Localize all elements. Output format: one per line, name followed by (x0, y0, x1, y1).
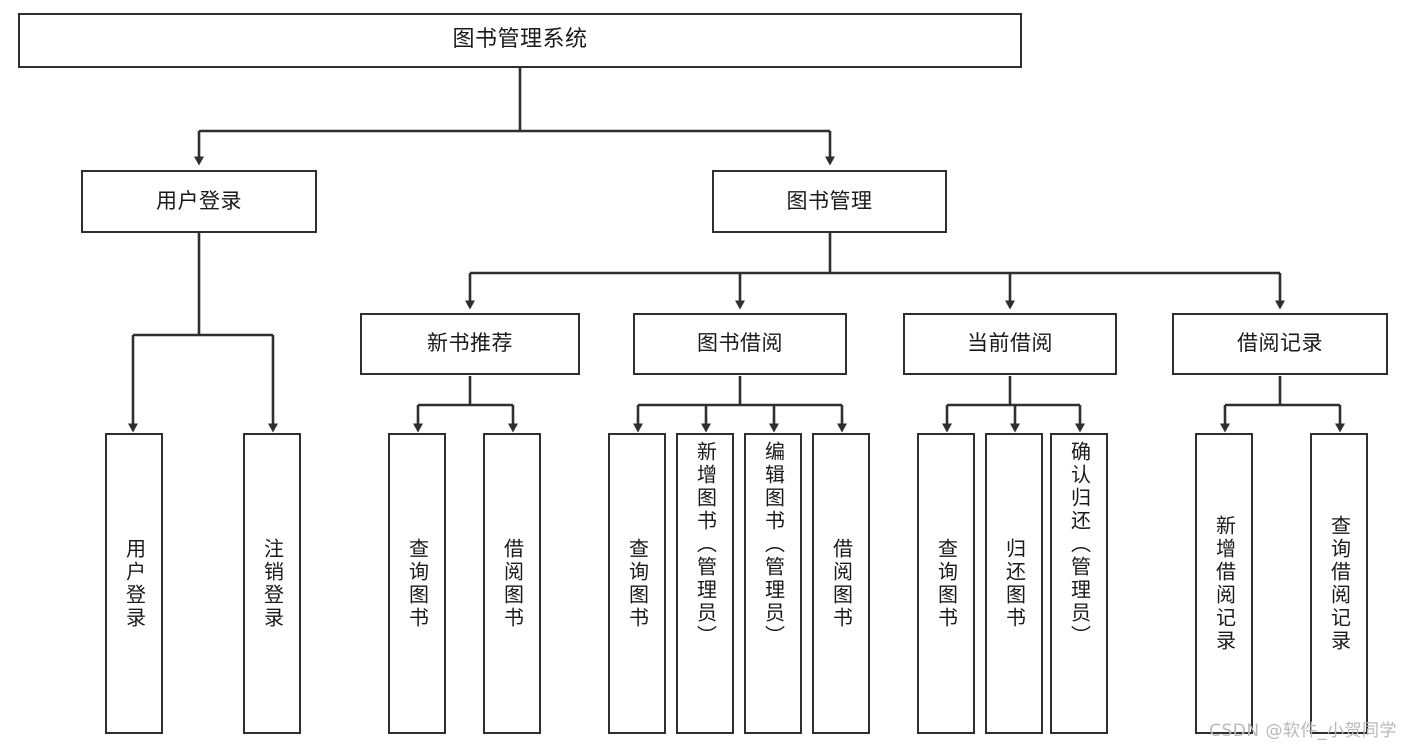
leaf-new-book-borrow[interactable]: 借阅图书 (483, 433, 541, 734)
leaf-book-borrow-borrow[interactable]: 借阅图书 (812, 433, 870, 734)
node-book-borrow[interactable]: 图书借阅 (633, 313, 847, 375)
leaf-new-book-query[interactable]: 查询图书 (388, 433, 446, 734)
node-current-borrow[interactable]: 当前借阅 (903, 313, 1117, 375)
node-root-system[interactable]: 图书管理系统 (18, 13, 1022, 68)
node-book-management[interactable]: 图书管理 (712, 170, 947, 233)
node-new-book-recommend[interactable]: 新书推荐 (360, 313, 580, 375)
leaf-book-borrow-edit[interactable]: 编辑图书（管理员） (744, 433, 802, 734)
leaf-user-login-login[interactable]: 用户登录 (105, 433, 163, 734)
leaf-current-borrow-return[interactable]: 归还图书 (985, 433, 1043, 734)
leaf-book-borrow-query[interactable]: 查询图书 (608, 433, 666, 734)
node-borrow-record[interactable]: 借阅记录 (1172, 313, 1388, 375)
leaf-borrow-record-query[interactable]: 查询借阅记录 (1310, 433, 1368, 734)
node-user-login[interactable]: 用户登录 (81, 170, 317, 233)
leaf-current-borrow-confirm-return[interactable]: 确认归还（管理员） (1050, 433, 1108, 734)
leaf-current-borrow-query[interactable]: 查询图书 (917, 433, 975, 734)
leaf-user-login-logout[interactable]: 注销登录 (243, 433, 301, 734)
leaf-book-borrow-add[interactable]: 新增图书（管理员） (676, 433, 734, 734)
leaf-borrow-record-add[interactable]: 新增借阅记录 (1195, 433, 1253, 734)
